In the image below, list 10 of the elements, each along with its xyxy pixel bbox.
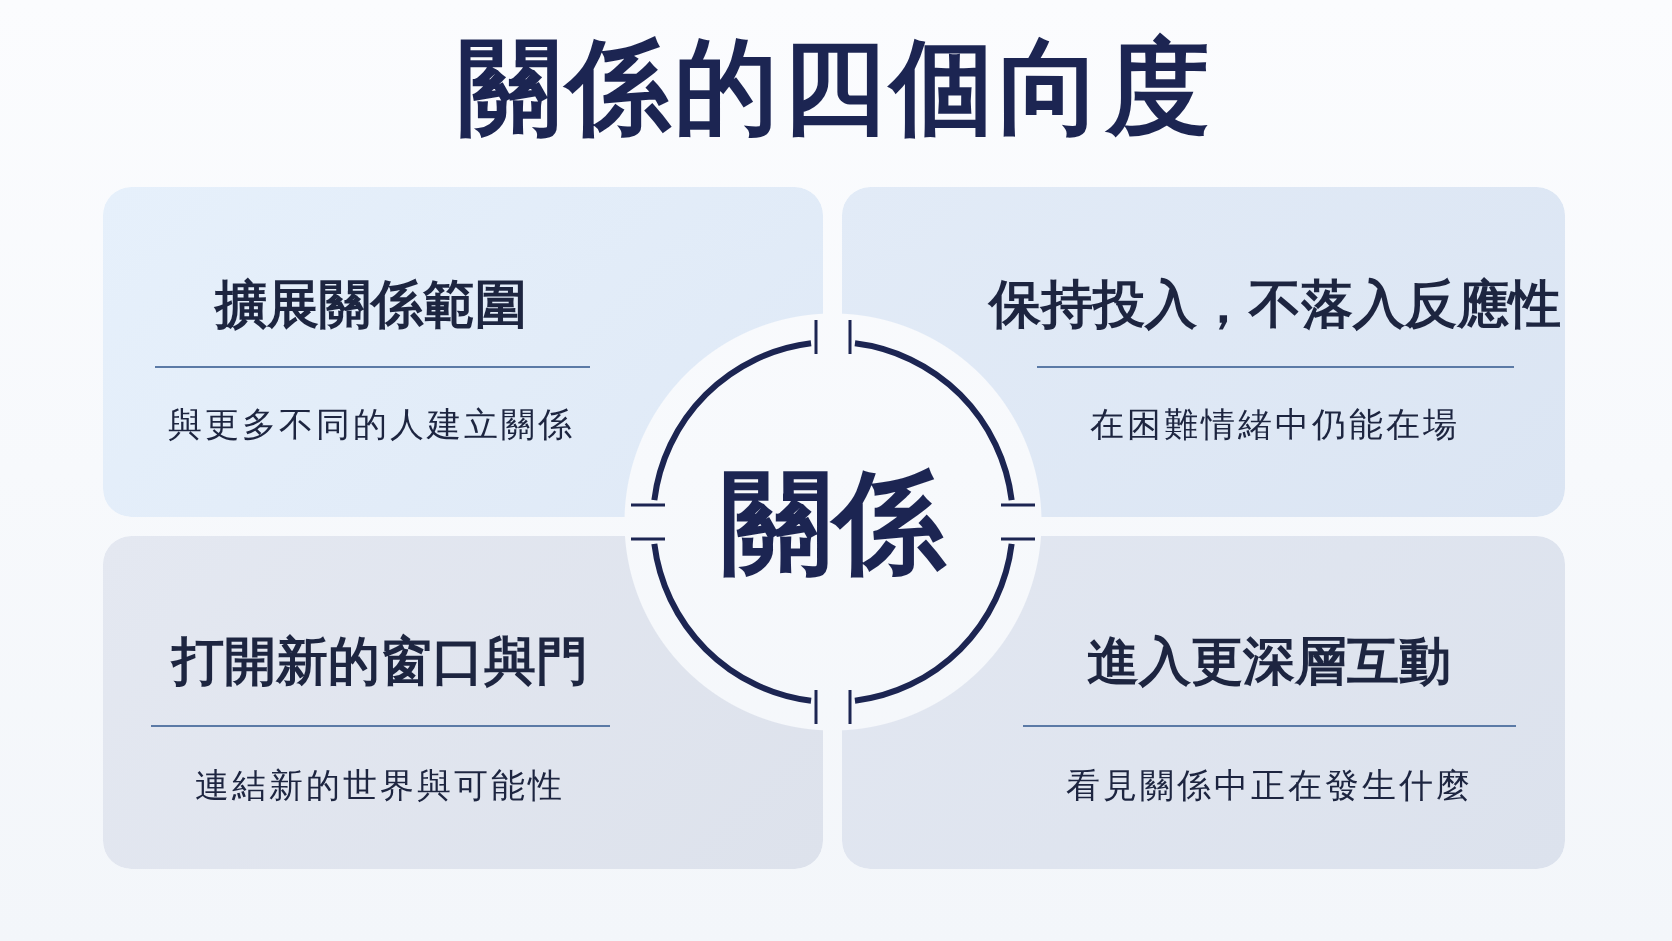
panel-heading: 保持投入，不落入反應性 bbox=[987, 273, 1562, 336]
title: 關係的四個向度 bbox=[457, 24, 1215, 150]
panel-description: 連結新的世界與可能性 bbox=[194, 764, 566, 807]
panel-heading: 打開新的窗口與門 bbox=[169, 630, 589, 693]
panel-description: 與更多不同的人建立關係 bbox=[166, 403, 576, 446]
panel-description: 在困難情緒中仍能在場 bbox=[1089, 403, 1461, 446]
panel-heading: 擴展關係範圍 bbox=[213, 273, 528, 336]
center-label: 關係 bbox=[720, 457, 948, 587]
panel-description: 看見關係中正在發生什麼 bbox=[1064, 764, 1474, 807]
panel-heading: 進入更深層互動 bbox=[1086, 630, 1452, 693]
